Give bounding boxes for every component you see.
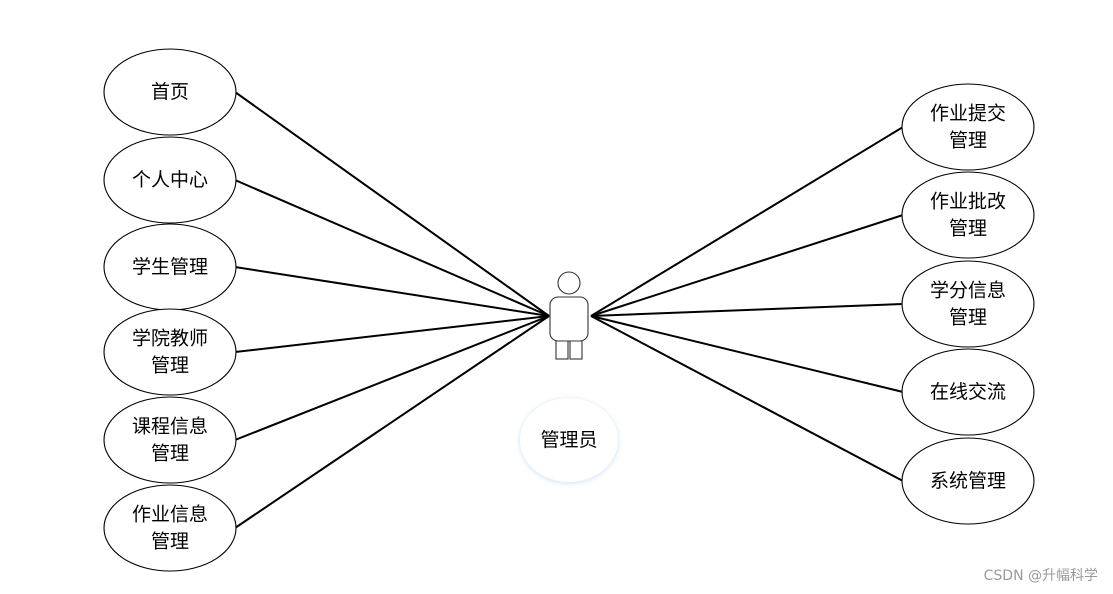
- use-case-ellipse: [901, 348, 1035, 436]
- association-line-left-6: [234, 315, 550, 529]
- association-line-left-1: [234, 91, 550, 317]
- use-case-label: 管理: [151, 443, 189, 465]
- watermark: CSDN @升幅科学: [984, 568, 1098, 584]
- association-line-right-3: [590, 303, 904, 317]
- use-cases: 首页个人中心学生管理学院教师管理课程信息管理作业信息管理作业提交管理作业批改管理…: [103, 48, 1035, 572]
- use-case-label: 首页: [151, 81, 189, 103]
- actor-label-group: 管理员: [519, 398, 619, 484]
- use-case-label: 管理: [151, 355, 189, 377]
- association-line-left-4: [234, 315, 550, 353]
- actor-label: 管理员: [540, 429, 597, 451]
- association-line-right-5: [590, 315, 904, 482]
- association-lines: [234, 91, 904, 529]
- association-line-left-2: [234, 179, 550, 317]
- use-case-ellipse: [901, 171, 1035, 259]
- use-case-label: 作业批改: [930, 191, 1006, 213]
- use-case-left-1: 首页: [103, 48, 237, 136]
- use-case-label: 课程信息: [132, 416, 208, 438]
- association-line-left-3: [234, 266, 550, 317]
- actor-head: [557, 271, 581, 295]
- use-case-left-3: 学生管理: [103, 223, 237, 311]
- use-case-right-4: 在线交流: [901, 348, 1035, 436]
- use-case-label: 学院教师: [132, 328, 208, 350]
- actor-left-leg: [555, 339, 569, 360]
- use-case-ellipse: [901, 83, 1035, 171]
- association-line-right-4: [590, 315, 904, 393]
- association-line-right-2: [590, 214, 904, 317]
- use-case-ellipse: [901, 260, 1035, 348]
- use-case-right-5: 系统管理: [901, 437, 1035, 525]
- actor-figure: [549, 271, 589, 360]
- use-case-label: 学分信息: [930, 280, 1006, 302]
- use-case-label: 管理: [949, 218, 987, 240]
- use-case-ellipse: [103, 136, 237, 224]
- association-line-right-1: [590, 126, 904, 317]
- use-case-ellipse: [103, 48, 237, 136]
- use-case-ellipse: [103, 396, 237, 484]
- use-case-left-2: 个人中心: [103, 136, 237, 224]
- actor-right-leg: [569, 339, 583, 360]
- use-case-label: 作业信息: [132, 504, 208, 526]
- use-case-label: 管理: [151, 531, 189, 553]
- use-case-ellipse: [901, 437, 1035, 525]
- use-case-label: 个人中心: [132, 169, 208, 191]
- association-line-left-5: [234, 315, 550, 441]
- actor-body: [549, 296, 589, 342]
- use-case-ellipse: [103, 484, 237, 572]
- use-case-label: 管理: [949, 307, 987, 329]
- use-case-label: 学生管理: [132, 256, 208, 278]
- use-case-label: 作业提交: [930, 103, 1006, 125]
- use-case-label: 在线交流: [930, 381, 1006, 403]
- use-case-ellipse: [103, 308, 237, 396]
- use-case-label: 系统管理: [930, 470, 1006, 492]
- use-case-label: 管理: [949, 130, 987, 152]
